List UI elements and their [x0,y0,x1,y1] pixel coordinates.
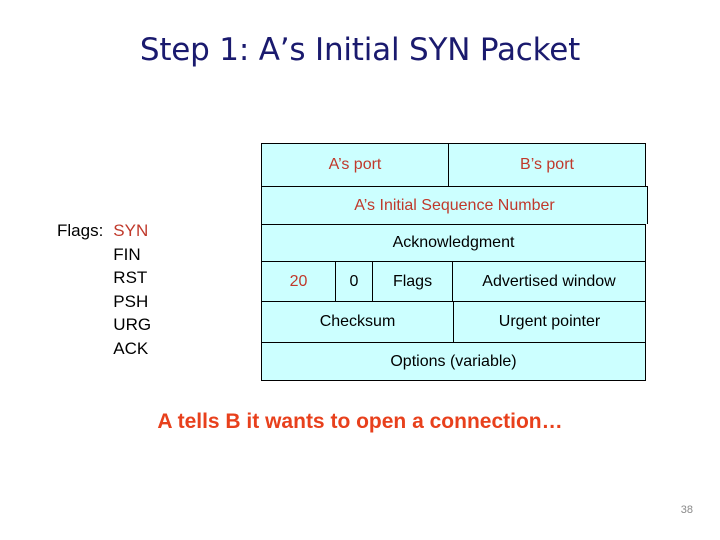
tcp-header-diagram: A’s port B’s port A’s Initial Sequence N… [261,143,648,381]
packet-field-flags: Flags [372,262,452,301]
packet-field-header-length: 20 [289,272,308,290]
packet-row-checksum-urgent: Checksum Urgent pointer [261,301,646,342]
packet-row-options: Options (variable) [261,342,646,381]
packet-field-destination-port: B’s port [448,144,645,186]
packet-row-acknowledgment: Acknowledgment [261,224,646,261]
packet-field-advertised-window: Advertised window [452,262,645,301]
packet-row-ports: A’s port B’s port [261,143,646,186]
flag-item-ack: ACK [113,338,149,358]
flags-legend: Flags: SYN FIN RST PSH URG ACK [57,219,151,360]
packet-field-acknowledgment: Acknowledgment [392,234,515,251]
flag-item-urg: URG [113,315,152,334]
flags-legend-list: SYN FIN RST PSH URG ACK [113,219,151,360]
slide-caption: A tells B it wants to open a connection… [157,410,563,433]
flag-item-fin: FIN [113,244,141,264]
packet-row-offset-flags-window: 20 0 Flags Advertised window [261,261,646,301]
packet-field-urgent-pointer: Urgent pointer [453,302,645,342]
page-title: Step 1: A’s Initial SYN Packet [139,32,581,68]
packet-field-checksum: Checksum [319,313,396,330]
packet-field-reserved: 0 [335,262,372,301]
flag-item-syn: SYN [113,221,149,240]
packet-field-options: Options (variable) [390,352,517,370]
packet-row-sequence-number: A’s Initial Sequence Number [261,186,648,224]
page-number: 38 [680,504,693,516]
packet-field-sequence-number: A’s Initial Sequence Number [354,196,555,214]
flags-legend-label: Flags: [57,221,104,240]
packet-field-source-port: A’s port [328,156,382,173]
flag-item-rst: RST [113,268,148,287]
flag-item-psh: PSH [113,291,149,311]
